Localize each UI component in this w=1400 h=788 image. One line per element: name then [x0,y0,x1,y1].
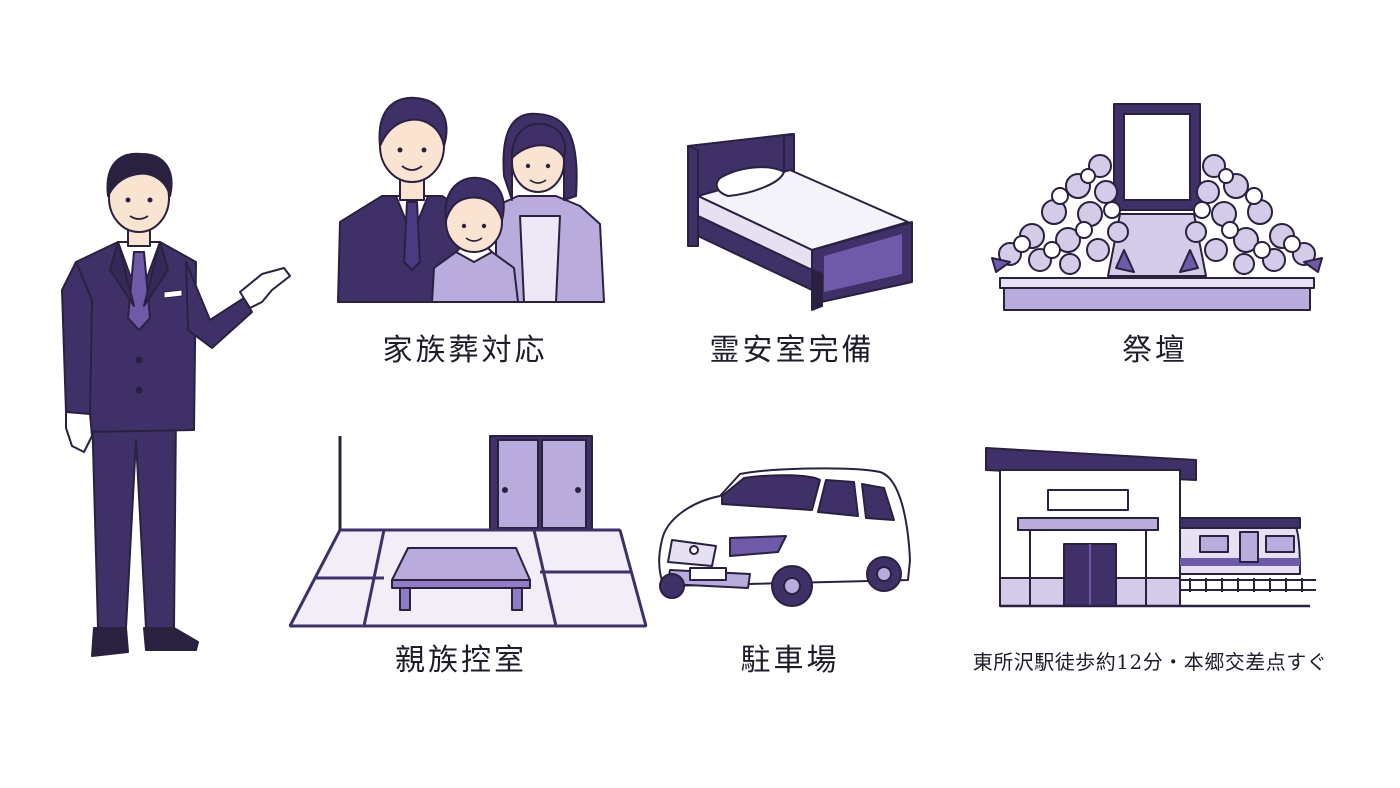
feature-label-altar: 祭壇 [1122,333,1188,368]
feature-label-access: 東所沢駅徒歩約12分・本郷交差点すぐ [972,650,1328,674]
family-icon [337,96,605,303]
feature-label-mortuary: 霊安室完備 [709,333,875,368]
station-icon [985,447,1316,608]
feature-label-waiting-room: 親族控室 [395,643,527,678]
staff-guide-icon [61,152,291,657]
feature-label-parking: 駐車場 [740,643,840,678]
altar-icon [991,103,1323,311]
feature-label-family-funeral: 家族葬対応 [382,333,548,368]
tatami-room-icon [288,435,648,628]
bed-icon [687,133,913,311]
car-icon [658,467,911,607]
